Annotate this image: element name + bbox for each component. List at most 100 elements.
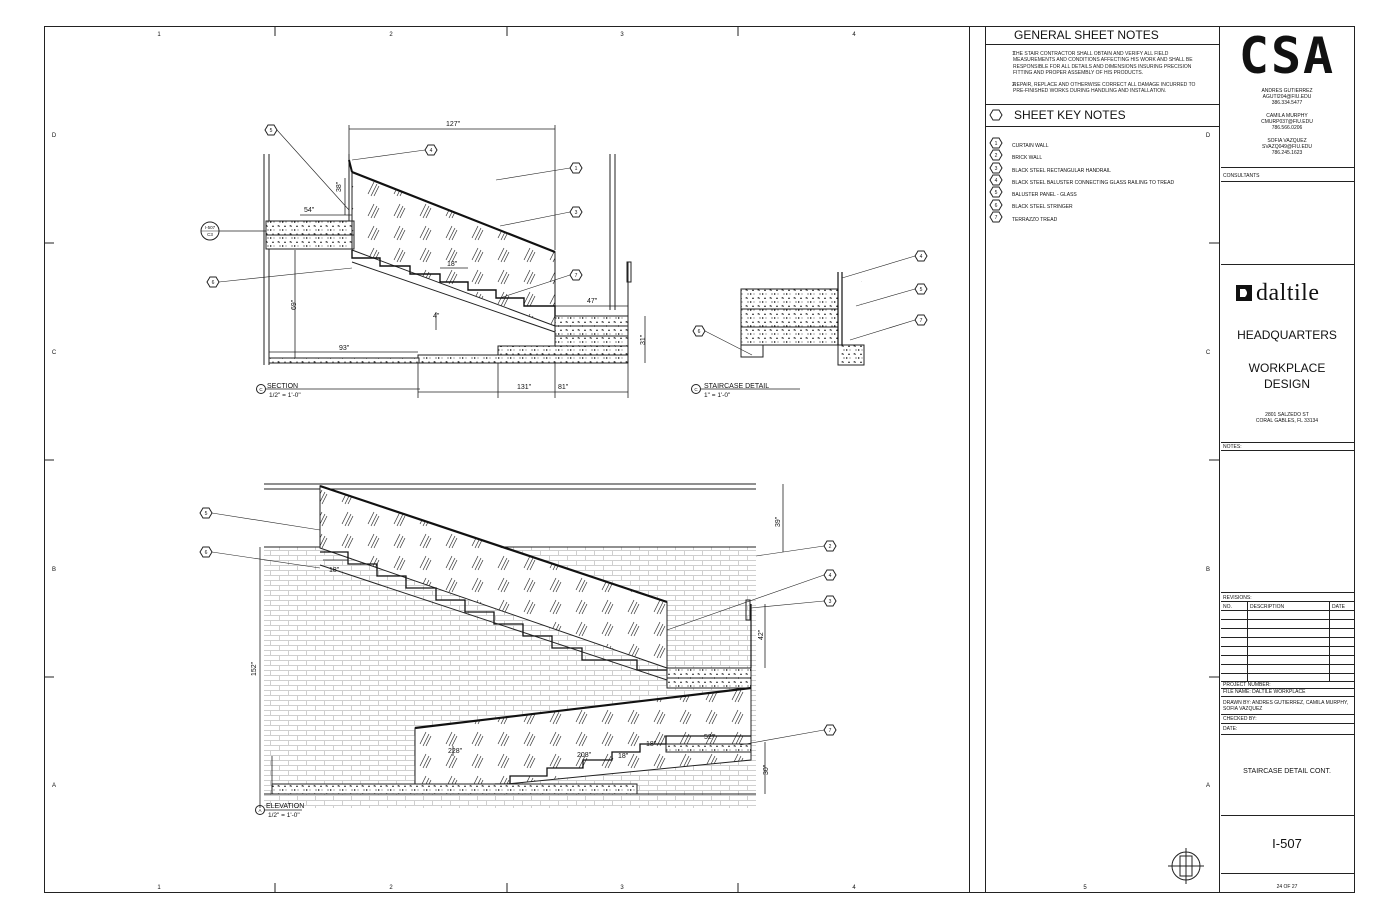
person-1-phone: 386.334.5477	[1271, 100, 1303, 106]
svg-text:1: 1	[157, 885, 161, 891]
general-note-2-num: 2.	[1012, 82, 1017, 88]
elevation-scale: 1/2" = 1'-0"	[268, 812, 300, 819]
svg-text:93": 93"	[339, 345, 350, 352]
key-note-1: CURTAIN WALL	[1012, 143, 1049, 149]
svg-text:3: 3	[575, 210, 578, 216]
svg-text:47": 47"	[587, 298, 598, 305]
svg-text:52": 52"	[704, 734, 715, 741]
svg-text:7: 7	[829, 728, 832, 734]
person-3-phone: 786.245.1623	[1271, 150, 1303, 156]
person-1-name: ANDRES GUTIERREZ	[1261, 88, 1313, 94]
svg-text:5: 5	[920, 287, 923, 293]
svg-text:2: 2	[389, 885, 393, 891]
person-2-phone: 786.566.0206	[1271, 125, 1303, 131]
elevation-upper-steps	[320, 551, 667, 671]
project-title-2: WORKPLACE DESIGN	[1248, 361, 1326, 391]
svg-text:C: C	[259, 387, 263, 392]
svg-text:B: B	[1206, 567, 1210, 573]
daltile-logo: daltile	[1256, 280, 1320, 306]
key-notes-list: CURTAIN WALL BRICK WALL BLACK STEEL RECT…	[1012, 140, 1212, 226]
svg-text:228": 228"	[448, 748, 463, 755]
callout-6-elevation: 6	[199, 546, 321, 569]
svg-text:18": 18"	[646, 741, 657, 748]
svg-text:6: 6	[205, 550, 208, 556]
section-lower-landing	[554, 315, 629, 347]
sheet-number: I-507	[1272, 836, 1302, 851]
sheet-count: 24 OF 27	[1276, 884, 1298, 890]
project-title-1: HEADQUARTERS	[1237, 328, 1337, 342]
rev-col-no: NO.	[1223, 604, 1232, 610]
csa-logo: CSA	[1238, 27, 1336, 85]
svg-text:18": 18"	[618, 753, 629, 760]
person-2-name: CAMILA MURPHY	[1266, 113, 1308, 119]
person-3-email: SVAZQ049@FIU.EDU	[1262, 144, 1312, 150]
svg-text:42": 42"	[758, 629, 765, 640]
callout-6-section: 6	[206, 267, 353, 288]
grid-ticks	[44, 26, 1219, 893]
svg-text:5: 5	[205, 511, 208, 517]
svg-text:6: 6	[698, 329, 701, 335]
callout-7-elevation: 7	[739, 724, 837, 746]
svg-text:C3: C3	[207, 232, 213, 237]
svg-text:4: 4	[829, 573, 832, 579]
person-2-email: CMURP037@FIU.EDU	[1261, 119, 1313, 125]
person-3-name: SOFIA VAZQUEZ	[1267, 138, 1307, 144]
key-note-6: BLACK STEEL STRINGER	[1012, 204, 1073, 211]
svg-text:A: A	[258, 808, 261, 813]
callout-5-section: 5	[264, 124, 350, 211]
section-scale: 1/2" = 1'-0"	[269, 392, 301, 399]
key-note-hexes: 1 2 3 4 5 6 7	[989, 137, 1003, 223]
callout-2-elevation: 2	[755, 540, 837, 557]
general-note-1-num: 1.	[1012, 51, 1017, 57]
key-note-2: BRICK WALL	[1012, 155, 1043, 162]
grid-col-3: 3	[620, 32, 624, 38]
callout-4-elevation: 4	[666, 569, 837, 631]
sheet-title: STAIRCASE DETAIL CONT.	[1243, 768, 1331, 775]
svg-text:4: 4	[920, 254, 923, 260]
svg-text:1: 1	[575, 166, 578, 172]
svg-text:6: 6	[995, 203, 998, 209]
staircase-detail-view: C STAIRCASE DETAIL 1" = 1'-0"	[691, 272, 865, 399]
callout-7-section: 7	[499, 269, 583, 299]
svg-text:2: 2	[829, 544, 832, 550]
general-note-2: REPAIR, REPLACE AND OTHERWISE CORRECT AL…	[1013, 82, 1196, 95]
callout-5-detail: 5	[855, 283, 928, 307]
callout-4-section-a: 4	[351, 144, 438, 161]
section-title: SECTION	[267, 383, 298, 390]
north-arrow-icon	[1168, 848, 1204, 884]
svg-text:30": 30"	[763, 764, 770, 775]
grid-col-4: 4	[852, 32, 856, 38]
callout-4-detail: 4	[841, 250, 928, 279]
grid-row-d: D	[52, 133, 57, 139]
file-name: FILE NAME: DALTILE WORKPLACE	[1223, 689, 1306, 695]
svg-text:81": 81"	[558, 384, 569, 391]
svg-text:18": 18"	[329, 567, 340, 574]
grid-col-1: 1	[157, 32, 161, 38]
callout-1-section: 1	[495, 162, 583, 181]
notes-label: NOTES:	[1223, 444, 1242, 450]
project-number-label: PROJECT NUMBER:	[1223, 682, 1271, 688]
key-note-4: BLACK STEEL BALUSTER CONNECTING GLASS RA…	[1012, 179, 1175, 186]
grid-col-5: 5	[1083, 885, 1087, 891]
revisions-label: REVISIONS:	[1223, 595, 1252, 601]
callout-3-elevation: 3	[750, 595, 837, 609]
elevation-view: 39" 18" 152" 42" 208" 228" 18" 18" 52" 3…	[251, 483, 784, 819]
svg-text:4: 4	[430, 148, 433, 154]
svg-text:A: A	[1206, 783, 1210, 789]
elevation-floor-slab	[271, 783, 638, 795]
svg-text:7: 7	[575, 273, 578, 279]
svg-text:69": 69"	[291, 299, 298, 310]
svg-text:18": 18"	[447, 261, 458, 268]
svg-text:127": 127"	[446, 121, 461, 128]
general-note-1: THE STAIR CONTRACTOR SHALL OBTAIN AND VE…	[1013, 51, 1193, 76]
daltile-logo-mark	[1236, 285, 1252, 301]
key-notes-hex-icon	[989, 109, 1003, 121]
svg-text:152": 152"	[251, 661, 258, 676]
section-title-bubble	[256, 384, 266, 394]
svg-text:C: C	[694, 387, 698, 392]
callout-3-section: 3	[499, 206, 583, 227]
svg-text:5: 5	[270, 128, 273, 134]
grid-row-c: C	[52, 350, 57, 356]
grid-col-2: 2	[389, 32, 393, 38]
